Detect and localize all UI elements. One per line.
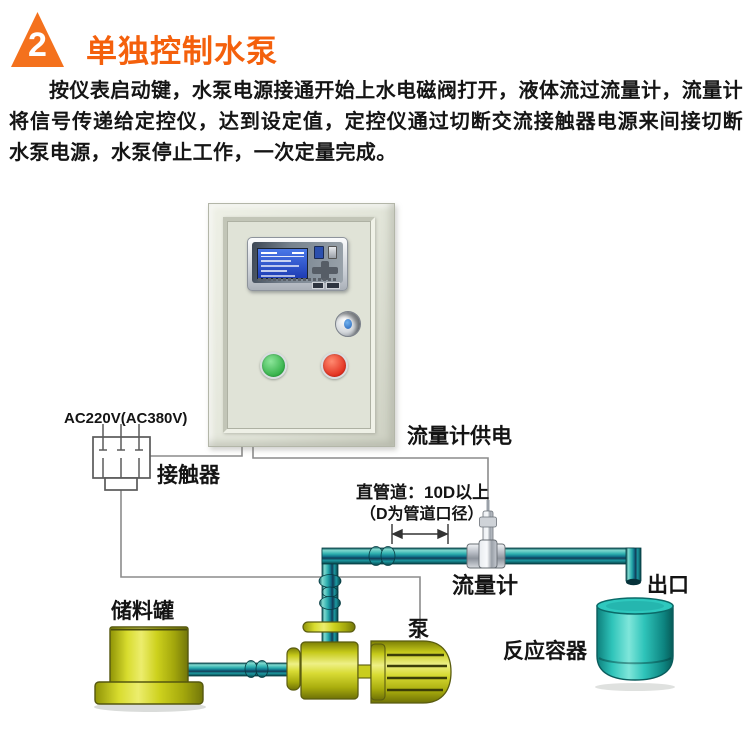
step-number: 2	[28, 26, 47, 64]
motor-front-cap	[370, 643, 386, 701]
label-straight-pipe-requirement: 直管道：10D以上	[356, 483, 490, 502]
indicator-badge-icon	[314, 246, 324, 259]
indicator-badge-icon	[328, 246, 337, 259]
dimension-arrow	[391, 524, 449, 544]
label-power-supply: AC220V(AC380V)	[64, 410, 188, 427]
controller-panel	[252, 242, 343, 289]
pump-body	[300, 641, 359, 700]
motor-body	[370, 640, 452, 704]
controller-display	[247, 237, 348, 291]
wire-contactor-to-pump	[120, 489, 421, 639]
function-key-icon	[312, 282, 324, 289]
page-title: 单独控制水泵	[86, 34, 278, 69]
pump-assembly	[286, 621, 452, 704]
lcd-screen	[257, 248, 308, 279]
label-reaction-vessel: 反应容器	[503, 640, 587, 663]
reaction-vessel	[595, 597, 675, 691]
dpad-keys-icon	[312, 261, 338, 280]
pump-shaft	[357, 664, 373, 679]
label-contactor: 接触器	[157, 464, 220, 487]
stop-button	[321, 352, 348, 379]
label-flowmeter: 流量计	[452, 573, 519, 598]
wire-contactor-to-cabinet	[150, 445, 243, 457]
function-key-icon	[326, 282, 340, 289]
wires	[120, 445, 489, 639]
controller-label-strip	[258, 278, 337, 281]
label-outlet: 出口	[647, 574, 689, 597]
label-flowmeter-power: 流量计供电	[407, 425, 512, 448]
outlet-elbow	[625, 547, 642, 582]
motor-fins	[387, 653, 447, 692]
start-button	[260, 352, 287, 379]
wire-cabinet-to-flowmeter	[252, 445, 489, 512]
pump-flange-bar	[302, 621, 356, 633]
label-pump: 泵	[408, 618, 429, 641]
flow-meter-sensor	[466, 500, 506, 569]
storage-tank	[94, 626, 206, 712]
label-storage-tank: 储料罐	[111, 600, 174, 623]
key-lock-icon	[335, 311, 361, 337]
description-paragraph: 按仪表启动键，水泵电源接通开始上水电磁阀打开，液体流过流量计，流量计将信号传递给…	[9, 80, 743, 164]
label-pipe-diameter-note: （D为管道口径）	[360, 506, 484, 523]
pump-inlet-flange	[286, 647, 301, 691]
contactor-symbol	[92, 424, 151, 491]
control-cabinet	[208, 203, 395, 447]
outlet-opening	[626, 578, 641, 586]
